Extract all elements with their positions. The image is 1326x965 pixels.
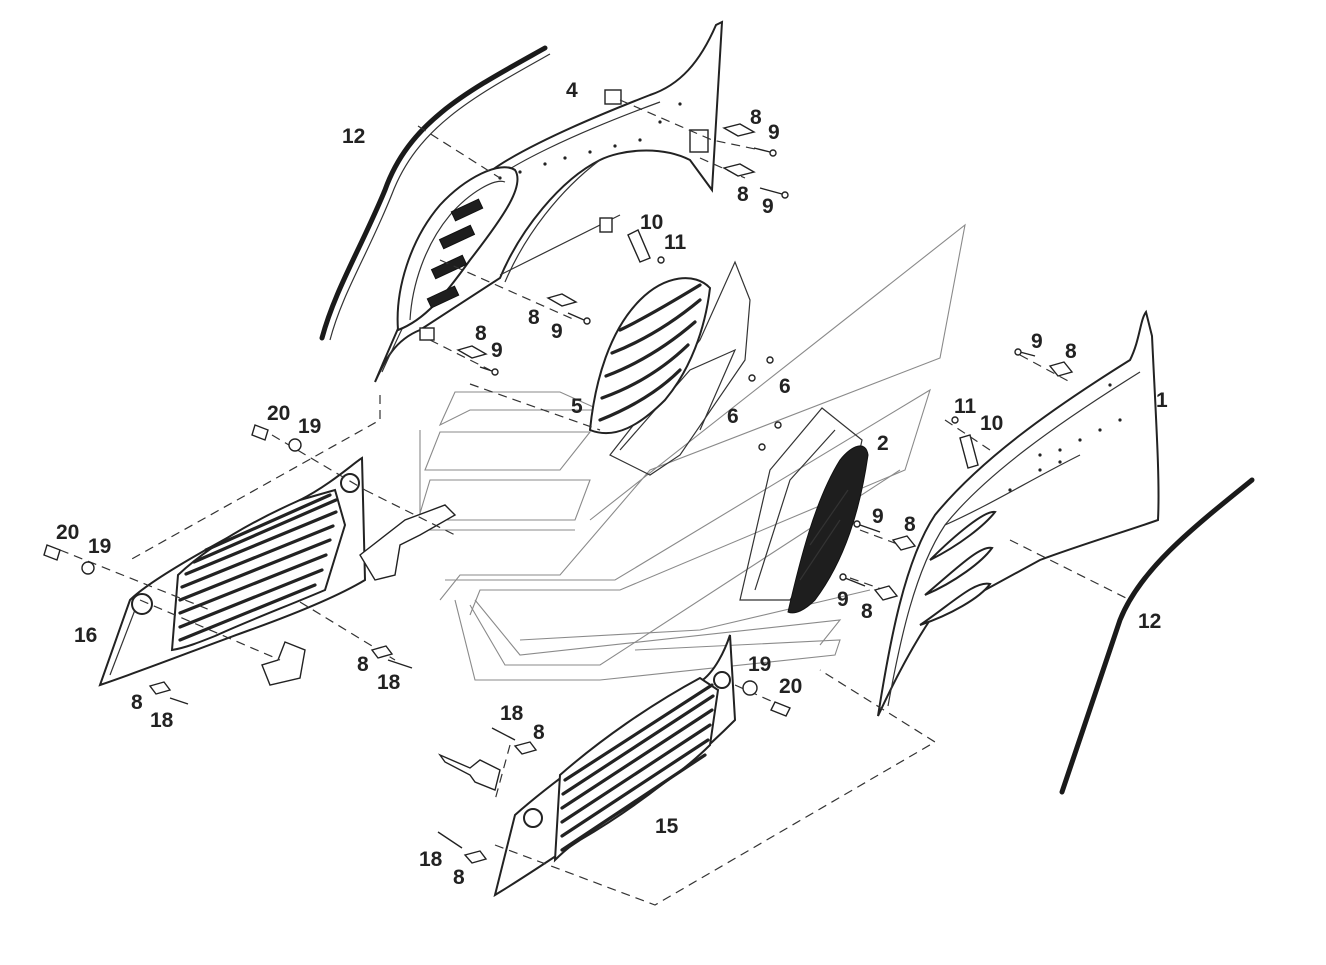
callout-10-b: 10 xyxy=(980,412,1004,435)
callout-18-c: 18 xyxy=(500,702,524,725)
callout-9-d: 9 xyxy=(491,339,503,362)
callout-18-a: 18 xyxy=(377,671,401,694)
callout-8-a: 8 xyxy=(750,106,762,129)
seal-strip-left xyxy=(319,45,551,341)
callout-8-k: 8 xyxy=(453,866,465,889)
callout-8-e: 8 xyxy=(1065,340,1077,363)
callout-15: 15 xyxy=(655,815,679,838)
callout-8-f: 8 xyxy=(904,513,916,536)
fasteners xyxy=(43,123,1074,864)
callout-9-c: 9 xyxy=(551,320,563,343)
lower-panel-15 xyxy=(493,634,737,898)
callout-18-d: 18 xyxy=(419,848,443,871)
callout-11-b: 11 xyxy=(954,395,977,418)
seal-strip-right xyxy=(1059,477,1255,795)
callout-9-b: 9 xyxy=(762,195,774,218)
callout-1: 1 xyxy=(1156,389,1168,412)
brackets xyxy=(261,229,979,791)
callout-19-c: 19 xyxy=(748,653,772,676)
callout-8-j: 8 xyxy=(533,721,545,744)
lower-panel-16 xyxy=(98,456,367,687)
side-panel-right xyxy=(877,309,1160,717)
background-chevron-outlines xyxy=(417,223,966,681)
callout-12-right: 12 xyxy=(1138,610,1162,633)
callout-8-i: 8 xyxy=(131,691,143,714)
callout-9-a: 9 xyxy=(768,121,780,144)
grille-insert-5 xyxy=(588,260,774,476)
callout-8-g: 8 xyxy=(861,600,873,623)
callout-12-left: 12 xyxy=(342,125,366,148)
callout-2: 2 xyxy=(877,432,889,455)
callout-9-f: 9 xyxy=(872,505,884,528)
callout-4: 4 xyxy=(566,79,578,102)
callout-20-c: 20 xyxy=(779,675,803,698)
callout-10-a: 10 xyxy=(640,211,664,234)
callout-19-b: 19 xyxy=(88,535,112,558)
callout-8-d: 8 xyxy=(475,322,487,345)
callout-20-a: 20 xyxy=(267,402,291,425)
callout-18-b: 18 xyxy=(150,709,174,732)
grille-insert-2 xyxy=(739,407,869,614)
callout-9-g: 9 xyxy=(837,588,849,611)
callout-11-a: 11 xyxy=(664,231,687,254)
callout-8-b: 8 xyxy=(737,183,749,206)
callout-6-b: 6 xyxy=(727,405,739,428)
callout-8-h: 8 xyxy=(357,653,369,676)
callout-16: 16 xyxy=(74,624,98,647)
callout-5: 5 xyxy=(571,395,583,418)
callout-19-a: 19 xyxy=(298,415,322,438)
side-panel-upper-left xyxy=(374,20,724,383)
callout-6-a: 6 xyxy=(779,375,791,398)
callout-8-c: 8 xyxy=(528,306,540,329)
callout-9-e: 9 xyxy=(1031,330,1043,353)
callout-20-b: 20 xyxy=(56,521,80,544)
